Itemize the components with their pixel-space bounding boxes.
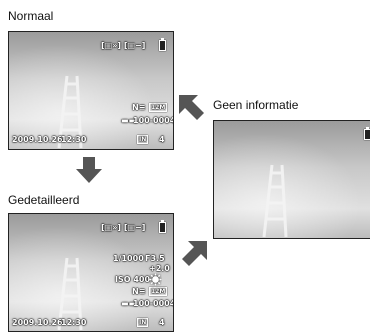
- arrow-down-icon: [76, 157, 102, 183]
- image-size-label: 12M: [149, 287, 168, 296]
- aperture: F3.5: [145, 254, 165, 263]
- date: 2009.10.26: [12, 135, 63, 144]
- label-detailed: Gedetailleerd: [8, 193, 80, 207]
- date: 2009.10.26: [12, 318, 63, 327]
- ladder-image: [262, 164, 288, 238]
- top-mode-icons: [□»] [□−]: [101, 41, 146, 50]
- exposure-compensation: +2.0: [149, 264, 170, 273]
- memory-badge: IN: [137, 317, 149, 327]
- image-size-badge: 12M: [149, 286, 168, 296]
- iso-value: ISO 400: [115, 275, 151, 284]
- shutter-speed: 1/1000: [113, 254, 144, 263]
- fine-label: N≡: [132, 287, 146, 296]
- battery-icon: [159, 38, 166, 51]
- arrow-up-left-icon: [179, 95, 204, 120]
- screen-normal: [□»] [□−] N≡ 12M ▬▬ 100-0004 2009.10.26 …: [8, 31, 174, 150]
- shot-count: 4: [159, 135, 165, 144]
- card-icon: ▬▬: [121, 116, 137, 125]
- ladder-image: [57, 75, 83, 149]
- battery-icon: [364, 127, 370, 140]
- screen-detailed: [□»] [□−] 1/1000 F3.5 +2.0 ISO 400 N≡ 12…: [8, 213, 174, 332]
- memory-badge: IN: [137, 134, 149, 144]
- file-number: 100-0004: [133, 116, 174, 125]
- memory-label: IN: [137, 135, 149, 144]
- sun-icon: [149, 273, 162, 286]
- label-no-info: Geen informatie: [213, 98, 299, 112]
- top-mode-icons: [□»] [□−]: [101, 223, 146, 232]
- image-size-badge: 12M: [149, 102, 168, 112]
- time: 12:30: [61, 135, 87, 144]
- fine-label: N≡: [132, 103, 146, 112]
- card-icon: ▬▬: [121, 299, 137, 308]
- screen-no-info: [213, 120, 370, 239]
- ladder-image: [57, 257, 83, 331]
- label-normal: Normaal: [8, 9, 54, 23]
- file-number: 100-0004: [133, 299, 174, 308]
- battery-icon: [159, 220, 166, 233]
- arrow-up-right-icon: [182, 241, 207, 266]
- time: 12:30: [61, 318, 87, 327]
- image-size-label: 12M: [149, 103, 168, 112]
- memory-label: IN: [137, 318, 149, 327]
- shot-count: 4: [159, 318, 165, 327]
